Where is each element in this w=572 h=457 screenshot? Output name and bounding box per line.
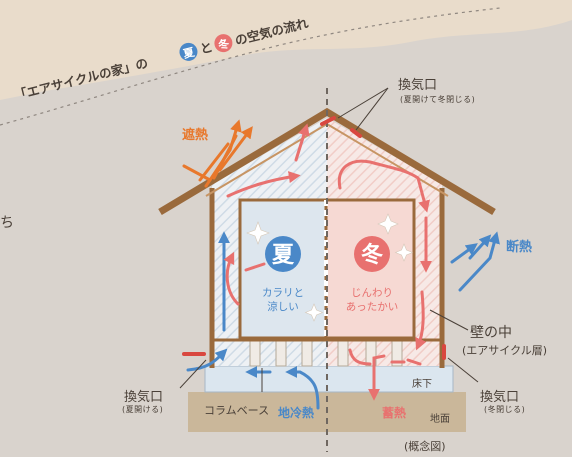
summer-room-line1: カラリと bbox=[262, 287, 304, 299]
label-edge-char: ち bbox=[0, 215, 14, 231]
heat-shield-rays bbox=[182, 119, 253, 188]
vent-marks bbox=[182, 116, 446, 360]
summer-badge: 夏 bbox=[272, 243, 295, 268]
dotted-curve bbox=[0, 7, 501, 126]
label-concept: (概念図) bbox=[404, 440, 446, 453]
label-vent-left-note: (夏開ける) bbox=[122, 405, 164, 414]
label-vent-top-note: (夏開けて冬閉じる) bbox=[400, 95, 476, 104]
summer-flow bbox=[186, 231, 500, 410]
label-insulation: 断熱 bbox=[506, 240, 533, 255]
label-wall-inside: 壁の中 bbox=[470, 325, 512, 341]
winter-badge-circle bbox=[354, 236, 390, 272]
winter-room-line2: あったかい bbox=[346, 301, 399, 313]
title-winter-char: 冬 bbox=[217, 36, 231, 52]
winter-badge: 冬 bbox=[361, 242, 383, 268]
label-vent-top: 換気口 bbox=[398, 78, 438, 93]
label-vent-right: 換気口 bbox=[480, 390, 520, 405]
title-summer-circle bbox=[179, 42, 198, 61]
title-winter-circle bbox=[214, 34, 233, 53]
summer-room-line2: 涼しい bbox=[267, 300, 299, 313]
label-ground: 地面 bbox=[430, 414, 450, 425]
label-shielding-heat: 遮熱 bbox=[182, 128, 209, 143]
title-mid: と bbox=[198, 39, 214, 57]
beige-brush-stroke bbox=[0, 0, 572, 100]
label-underfloor: 床下 bbox=[412, 379, 432, 390]
title-summer-char: 夏 bbox=[182, 45, 197, 61]
house-walls bbox=[209, 188, 445, 368]
summer-badge-circle bbox=[265, 236, 301, 272]
label-ground-cold: 地冷熱 bbox=[278, 406, 315, 420]
label-wall-inside-note: (エアサイクル層) bbox=[462, 344, 548, 357]
label-vent-right-note: (冬閉じる) bbox=[484, 405, 526, 414]
label-column-base: コラムベース bbox=[204, 404, 270, 417]
winter-room-line1: じんわり bbox=[351, 287, 393, 299]
label-vent-left: 換気口 bbox=[124, 390, 164, 405]
warm-flow bbox=[223, 123, 432, 401]
pointer-lines bbox=[179, 87, 479, 392]
label-heat-storage: 蓄熱 bbox=[382, 406, 407, 420]
sparkles bbox=[246, 213, 414, 322]
